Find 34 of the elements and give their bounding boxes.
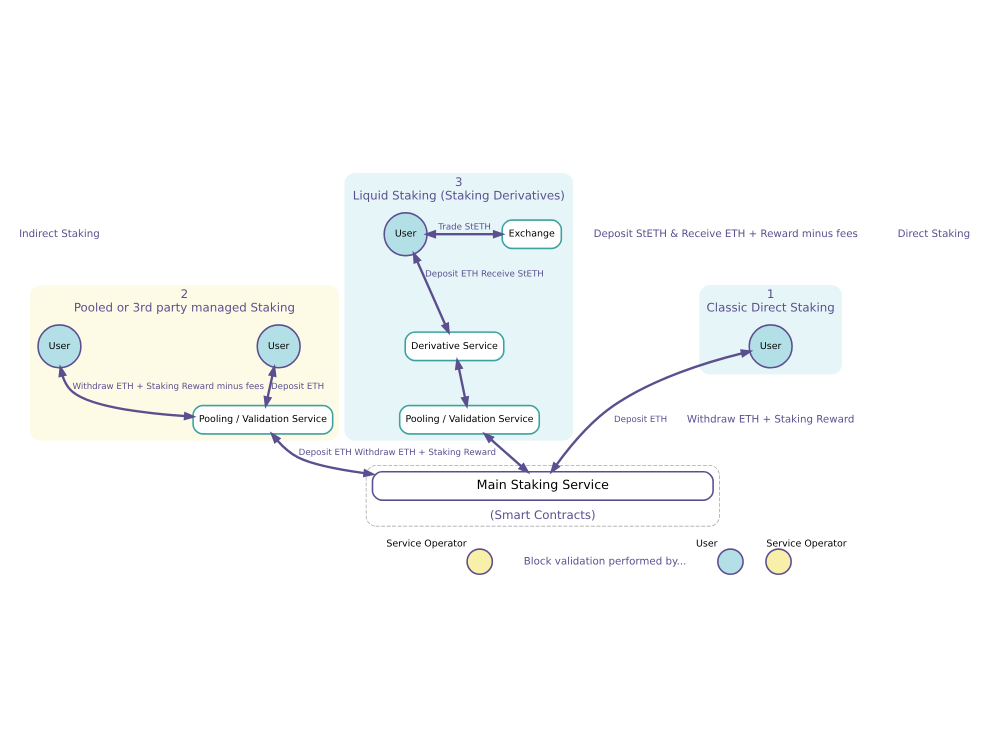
node-circle	[765, 548, 792, 575]
node-circle	[717, 548, 744, 575]
edge-label: Trade StETH	[438, 222, 491, 232]
node-box: Pooling / Validation Service	[192, 404, 334, 434]
node-circle	[466, 548, 494, 575]
arrow	[270, 430, 376, 477]
node-circle: User	[383, 212, 428, 256]
node-label: Service Operator	[766, 538, 847, 549]
arrow	[412, 250, 450, 335]
node-label: Service Operator	[386, 538, 467, 549]
node-circle: User	[748, 324, 793, 368]
node-box: Pooling / Validation Service	[398, 404, 540, 434]
label: Block validation performed by...	[524, 554, 686, 567]
label: Direct Staking	[898, 227, 970, 240]
edge-label: Deposit ETH	[614, 414, 668, 424]
edge-label: Deposit ETH	[271, 381, 324, 392]
node-box: Exchange	[501, 218, 562, 249]
arrow	[454, 356, 470, 408]
arrow	[482, 431, 530, 474]
arrow	[550, 348, 754, 474]
label: Indirect Staking	[19, 227, 100, 240]
arrow	[58, 364, 197, 420]
arrow	[423, 229, 506, 238]
node-box: Main Staking Service	[372, 470, 714, 500]
edge-label: Withdraw ETH + Staking Reward minus fees	[72, 381, 264, 392]
label: Deposit StETH & Receive ETH + Reward minus fees	[594, 227, 858, 240]
node-box: Derivative Service	[404, 330, 505, 361]
node-circle: User	[37, 324, 82, 368]
edge-label: Deposit ETH Withdraw ETH + Staking Reward	[298, 448, 496, 458]
node-label: User	[696, 538, 718, 549]
arrow	[264, 364, 277, 408]
node-circle: User	[256, 324, 301, 368]
label: Withdraw ETH + Staking Reward	[686, 412, 854, 425]
edge-label: Deposit ETH Receive StETH	[425, 269, 544, 280]
